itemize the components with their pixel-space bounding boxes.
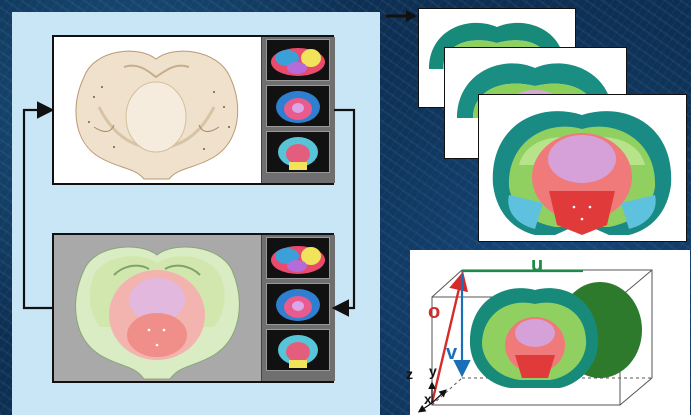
atlas-thumb-sagittal[interactable] [266,39,330,81]
registration-panel [12,12,380,415]
atlas-thumbnails-2 [261,235,335,381]
atlas-thumb-coronal-2[interactable] [266,131,330,173]
loop-arrow-left [24,110,52,308]
histology-section-image [54,37,259,183]
axis-z-label: z [406,366,413,382]
atlas-card-front [478,94,687,242]
histology-frame [52,35,334,185]
stack-arrow [384,9,418,23]
axis-y-label: y [429,363,437,379]
atlas-thumb-coronal-3[interactable] [266,283,330,325]
cube-panel [410,250,690,415]
atlas-thumbnails [261,37,335,183]
atlas-thumb-coronal-1[interactable] [266,85,330,127]
loop-arrow-right [334,110,354,308]
atlas-thumb-coronal-4[interactable] [266,329,330,371]
u-vector-label: u [531,254,543,277]
axis-x-label: x [424,391,432,407]
v-vector-label: v [446,342,457,365]
overlay-frame [52,233,334,383]
overlay-section-image [54,235,261,381]
atlas-thumb-sagittal-2[interactable] [266,237,330,279]
o-vector-label: o [428,301,440,324]
